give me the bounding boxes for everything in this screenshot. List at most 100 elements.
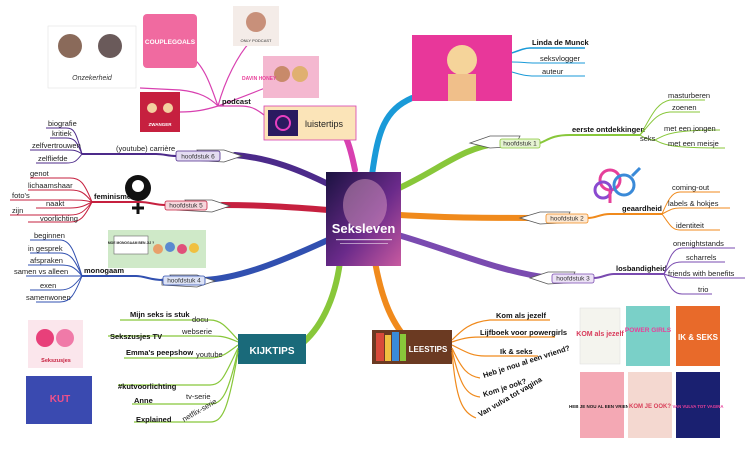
svg-text:KUT: KUT	[50, 394, 71, 405]
podcast-cover-only[interactable]: ONLY PODCAST	[233, 6, 279, 46]
ch4-item-2[interactable]: in gesprek	[28, 244, 63, 253]
book-cover-heb-je-nou-al-een-vriend[interactable]: HEB JE NOU AL EEN VRIEND?	[569, 372, 635, 438]
center-book[interactable]: Seksleven	[326, 172, 401, 266]
author-role-2[interactable]: auteur	[542, 67, 564, 76]
ch3-item-4[interactable]: trio	[698, 285, 708, 294]
ch4-title-line	[82, 275, 164, 281]
kijktips-title-3[interactable]: Emma's peepshow	[126, 348, 193, 357]
leestips-line-1	[451, 319, 550, 341]
author-name[interactable]: Linda de Munck	[532, 38, 590, 47]
kijktips-thumb-sekszusjes[interactable]: Sekszusjes	[28, 320, 83, 368]
ch6-item-3[interactable]: zelfvertrouwen	[32, 141, 81, 150]
ch4-item-6[interactable]: samenwonen	[26, 293, 71, 302]
book-cover-kom-je-ook[interactable]: KOM JE OOK?	[628, 372, 672, 438]
ch3-group: hoofdstuk 3 losbandigheid onenightstands…	[528, 239, 745, 295]
ch5-item-5[interactable]: zijn	[12, 206, 23, 215]
ch6-item-4[interactable]: zelfliefde	[38, 154, 68, 163]
ch2-title[interactable]: geaardheid	[622, 204, 662, 213]
ch1-title[interactable]: eerste ontdekkingen	[572, 125, 645, 134]
ch5-title[interactable]: feminisme	[94, 192, 131, 201]
svg-text:HEB JE NOU AL EEN VRIEND?: HEB JE NOU AL EEN VRIEND?	[569, 404, 635, 409]
cover-rule-2	[340, 243, 388, 244]
ch5-item-2[interactable]: lichaamshaar	[28, 181, 73, 190]
leestips-item-3[interactable]: Ik & seks	[500, 347, 533, 356]
branch-kijktips	[297, 259, 343, 348]
kijktips-line-6	[134, 351, 239, 423]
ch2-line-3	[661, 213, 720, 231]
ch4-item-5[interactable]: exen	[40, 281, 56, 290]
ch5-group: hoofdstuk 5 feminisme genot lichaamshaar…	[10, 169, 232, 223]
podcast-cover-onzekerheid[interactable]: Onzekerheid	[47, 25, 137, 89]
ch3-title[interactable]: losbandigheid	[616, 264, 667, 273]
kijktips-title-6[interactable]: Explained	[136, 415, 172, 424]
ch1-item-4[interactable]: met een jongen	[664, 124, 716, 133]
ch5-item-6[interactable]: voorlichting	[40, 214, 78, 223]
book-cover-power-girls[interactable]: POWER GIRLS	[625, 306, 672, 366]
ch1-item-5[interactable]: met een meisje	[668, 139, 719, 148]
svg-text:ONLY PODCAST: ONLY PODCAST	[241, 38, 273, 43]
ch4-image[interactable]: MOE MONOGAAM BEN JIJ ?	[108, 230, 206, 268]
book-cover-kom-als-jezelf[interactable]: KOM als jezelf	[576, 307, 624, 365]
kijktips-group: KIJKTIPS Mijn seks is stuk docu Sekszusj…	[26, 310, 306, 424]
kijktips-title-5[interactable]: Anne	[134, 396, 153, 405]
ch1-item-2[interactable]: zoenen	[672, 103, 697, 112]
ch4-line-6	[36, 275, 83, 303]
ch3-item-2[interactable]: scharrels	[686, 253, 717, 262]
luistertips-tile[interactable]: luistertips	[263, 105, 357, 141]
ch1-pill[interactable]	[499, 138, 541, 149]
ch2-item-3[interactable]: identiteit	[676, 221, 705, 230]
leestips-item-2[interactable]: Lijfboek voor powergirls	[480, 328, 567, 337]
kijktips-tile[interactable]	[238, 334, 306, 364]
kijktips-title-4[interactable]: #kutvoorlichting	[118, 382, 177, 391]
leestips-book-1	[376, 333, 384, 361]
kijktips-kind-2: webserie	[181, 327, 212, 336]
ch4-item-3[interactable]: afspraken	[30, 256, 63, 265]
ch5-item-3[interactable]: foto's	[12, 191, 30, 200]
ch1-pill-label: hoofdstuk 1	[503, 141, 537, 148]
kijktips-title-2[interactable]: Sekszusjes TV	[110, 332, 162, 341]
leestips-line-2	[451, 336, 555, 343]
ch2-item-1[interactable]: coming-out	[672, 183, 710, 192]
kijktips-line-4	[118, 347, 239, 386]
ch6-item-1[interactable]: biografie	[48, 119, 77, 128]
ch3-item-1[interactable]: onenightstands	[673, 239, 724, 248]
luistertips-label: luistertips	[305, 119, 344, 129]
ch5-item-1[interactable]: genot	[30, 169, 50, 178]
book-cover-van-vulva-tot-vagina[interactable]: VAN VULVA TOT VAGINA	[672, 372, 724, 438]
book-cover-ik-en-seks[interactable]: IK & SEKS	[676, 306, 720, 366]
ch5-line-3	[10, 199, 93, 203]
branch-author	[369, 95, 415, 178]
podcast-line-onzekerheid	[139, 87, 219, 107]
ch3-item-3[interactable]: friends with benefits	[668, 269, 735, 278]
ch3-line-4	[663, 273, 712, 295]
ch6-line-1	[46, 127, 83, 155]
branch-ch4	[202, 237, 331, 283]
ch6-title[interactable]: (youtube) carrière	[116, 144, 175, 153]
ch4-item-1[interactable]: beginnen	[34, 231, 65, 240]
author-role-1[interactable]: seksvlogger	[540, 54, 581, 63]
podcast-cover-zwanger[interactable]: ZWANGER	[140, 92, 180, 132]
podcast-cover-davin-label: DAVIN HONEY	[242, 76, 277, 82]
ch1-item-1[interactable]: masturberen	[668, 91, 710, 100]
ch5-item-4[interactable]: naakt	[46, 199, 65, 208]
ch4-title[interactable]: monogaam	[84, 266, 124, 275]
author-role-line-1	[511, 61, 585, 64]
ch1-item-3[interactable]: seks	[640, 134, 656, 143]
podcast-cover-davin[interactable]	[263, 56, 319, 98]
kijktips-line-3	[124, 344, 239, 359]
kijktips-thumb-kut[interactable]: KUT	[26, 376, 92, 424]
podcast-label[interactable]: podcast	[222, 97, 251, 106]
ch2-item-2[interactable]: labels & hokjes	[668, 199, 719, 208]
branch-ch6	[232, 152, 333, 188]
ch4-item-4[interactable]: samen vs alleen	[14, 267, 68, 276]
leestips-book-3	[392, 332, 399, 361]
svg-text:MOE MONOGAAM BEN JIJ ?: MOE MONOGAAM BEN JIJ ?	[108, 241, 154, 245]
ch1-line-2	[639, 111, 700, 136]
leestips-item-1[interactable]: Kom als jezelf	[496, 311, 547, 320]
ch6-item-2[interactable]: kritiek	[52, 129, 72, 138]
podcast-line-zwanger	[179, 105, 219, 113]
kijktips-title-1[interactable]: Mijn seks is stuk	[130, 310, 190, 319]
podcast-cover-couplegoals[interactable]: COUPLEGOALS	[143, 14, 197, 68]
